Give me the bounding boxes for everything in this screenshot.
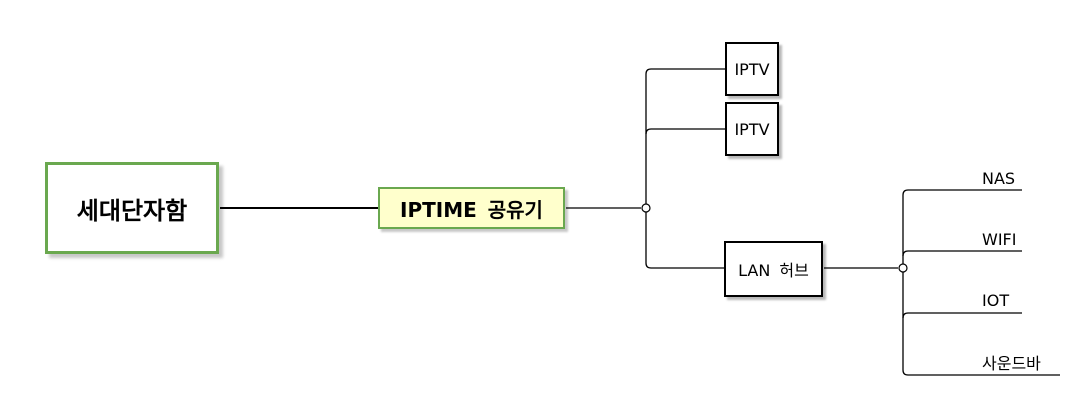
router-node-label: IPTIME 공유기 [400,197,543,222]
leaf-soundbar: 사운드바 [982,354,1041,373]
root-node: 세대단자함 [45,162,219,254]
device-node-iptv-2: IPTV [725,102,779,156]
connector-trunk-router [645,68,652,269]
device-node-label: LAN 허브 [738,261,809,280]
leaf-iot: IOT [982,291,1010,310]
leaf-wifi: WIFI [982,230,1017,249]
router-node: IPTIME 공유기 [378,187,565,229]
root-node-label: 세대단자함 [76,196,188,225]
underline-iot [902,312,1022,319]
junction-router [641,203,651,213]
connector-to-iptv2 [645,128,725,135]
device-node-lan-hub: LAN 허브 [724,241,823,297]
leaf-nas: NAS [982,169,1016,188]
device-node-iptv-1: IPTV [725,42,779,96]
device-node-label: IPTV [734,119,770,139]
connector-trunk-hub [902,189,909,376]
device-node-label: IPTV [734,59,770,79]
junction-hub [898,263,908,273]
underline-wifi [902,250,1022,257]
